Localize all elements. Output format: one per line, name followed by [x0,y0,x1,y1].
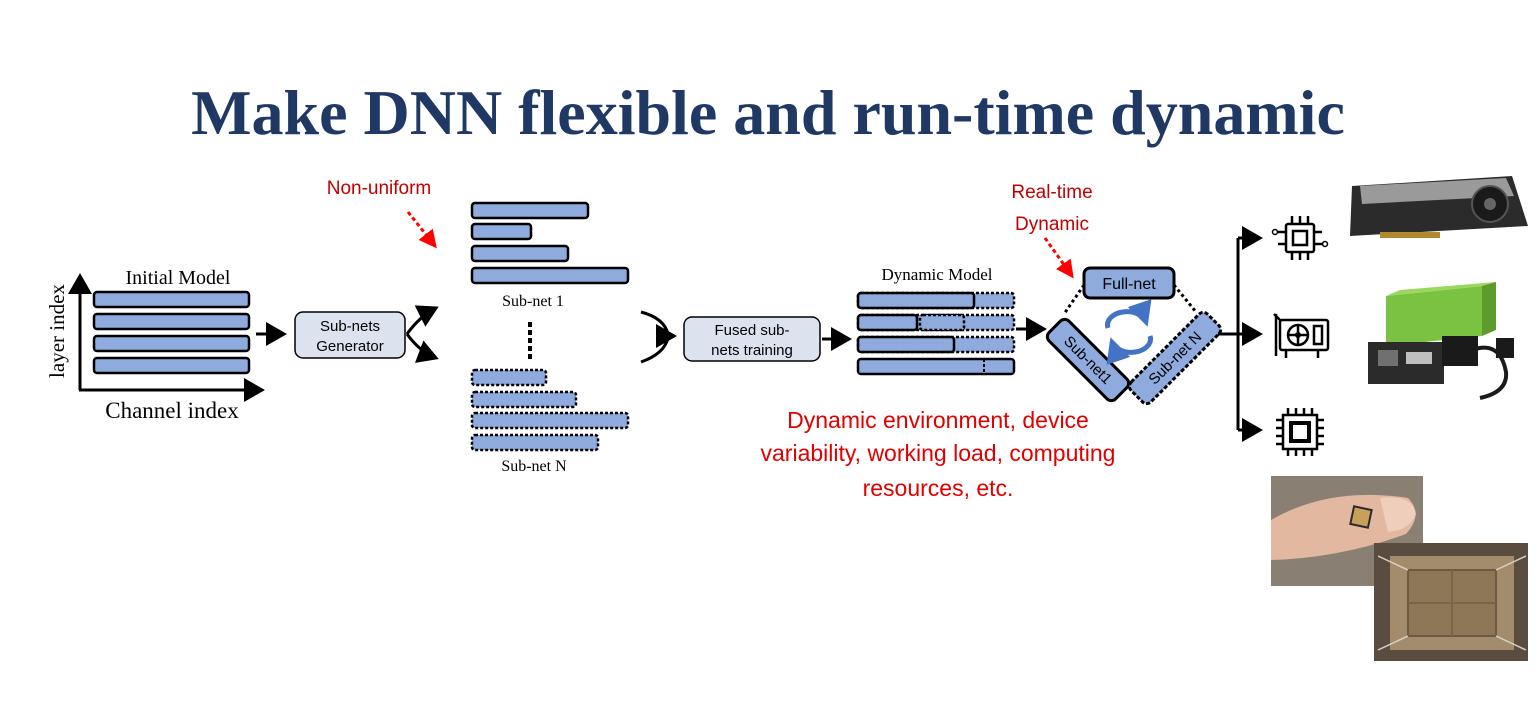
cpu-chip-icon [1276,408,1324,456]
subnetN-pill: Sub-net N [1127,310,1223,406]
connector-dots [1172,284,1198,313]
subnet1-layer-bar [470,222,533,241]
dynamic-layer-bar [918,313,966,332]
subnet1-label: Sub-net 1 [502,293,564,310]
gpu-photo [1350,176,1528,238]
processor-board-icon [1271,216,1329,260]
split-arrow-down [405,333,439,363]
fused-training-box: Fused sub- nets training [683,316,821,362]
generator-label-line1: Sub-nets [320,318,380,335]
dynamic-model: Dynamic Model [856,265,1016,376]
y-axis-label: layer index [45,284,69,378]
jetson-board-photo [1362,282,1516,400]
environment-line2: variability, working load, computing [761,440,1116,466]
initial-model: Initial Model layer index Channel index [45,267,265,423]
subnetN-layer-bar [470,411,630,430]
subnetN-layer-bar [470,433,600,452]
merge-arrow-top [640,310,670,335]
dynamic-layer-overlay [856,291,976,310]
subnet-1: Sub-net 1 [470,201,630,310]
merge-arrow-bottom [640,337,670,364]
slide-title: Make DNN flexible and run-time dynamic [191,77,1345,148]
subnet1-pill: Sub-net1 [1045,317,1131,403]
realtime-arrow [1043,237,1074,279]
fullnet-pill [1082,266,1176,300]
initial-model-label: Initial Model [126,267,231,289]
initial-layer-bar [92,356,251,375]
dynamic-layer-bar [856,357,1016,376]
fused-label-line1: Fused sub- [714,322,789,339]
environment-line1: Dynamic environment, device [787,407,1089,433]
subnetN-label: Sub-net N [501,458,567,475]
subnet1-layer-bar [470,244,570,263]
dynamic-model-label: Dynamic Model [882,265,993,284]
subnetN-layer-bar [470,390,578,409]
split-arrow-up [405,305,439,335]
chip-die-photo [1374,543,1528,661]
realtime-label-line2: Dynamic [1015,214,1089,235]
cycle-arrows-icon [1105,299,1153,365]
subnet1-layer-bar [470,266,630,285]
fullnet-label: Full-net [1102,276,1156,293]
connector-dots [1062,284,1086,315]
chip-on-finger-photo [1271,476,1423,586]
dynamic-layer-overlay [856,335,956,354]
fused-label-line2: nets training [711,342,793,359]
dynamic-layer-overlay [856,313,919,332]
x-axis-label: Channel index [105,398,239,423]
device-branch-arrows [1218,226,1263,442]
subnetN-layer-bar [470,368,548,387]
initial-layer-bar [92,312,251,331]
initial-layer-bar [92,290,251,309]
realtime-label-line1: Real-time [1011,182,1092,203]
generator-label-line2: Generator [316,338,384,355]
gpu-card-icon [1273,313,1330,358]
subnets-generator-box: Sub-nets Generator [294,311,406,359]
non-uniform-arrow [406,211,437,249]
initial-layer-bar [92,334,251,353]
subnet1-layer-bar [470,201,590,220]
environment-line3: resources, etc. [863,475,1014,501]
runtime-switch: Full-net Sub-net1 Sub-net N [1045,266,1223,406]
subnet-n: Sub-net N [470,368,630,475]
non-uniform-label: Non-uniform [327,178,432,199]
